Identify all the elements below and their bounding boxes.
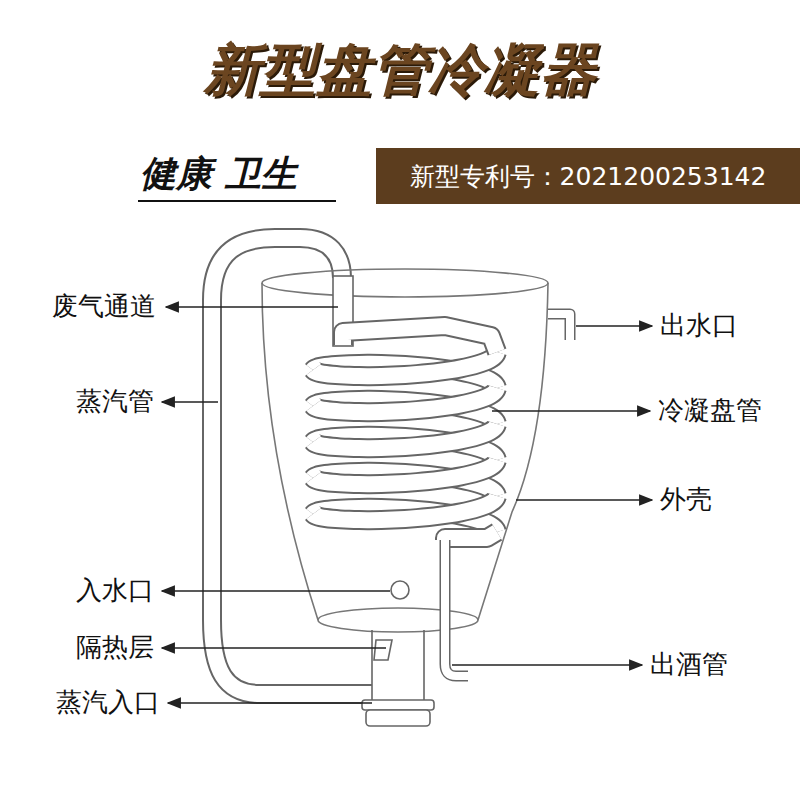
- water-inlet: [391, 581, 409, 599]
- title: 新型盘管冷凝器: [204, 38, 596, 102]
- part-label: 外壳: [660, 485, 712, 515]
- part-label: 蒸汽入口: [56, 688, 160, 718]
- part-label: 入水口: [76, 576, 154, 606]
- patent-number: 新型专利号：2021200253142: [410, 160, 767, 193]
- part-label: 蒸汽管: [76, 387, 154, 417]
- coil-turn: [313, 424, 497, 448]
- subtitle: 健康 卫生: [140, 153, 297, 194]
- coil-turn: [313, 496, 497, 520]
- part-label: 隔热层: [76, 633, 154, 663]
- steam-inlet-neck: [362, 630, 434, 726]
- coil-turn: [313, 352, 497, 376]
- coil-turn: [313, 388, 497, 412]
- coil-end: [343, 326, 497, 352]
- part-label: 出酒管: [650, 650, 728, 680]
- coil-turn: [313, 352, 497, 376]
- insulation-layer: [374, 640, 392, 660]
- coil-end: [445, 532, 497, 540]
- coil-turn: [313, 424, 497, 448]
- coil-turn: [313, 496, 497, 520]
- part-label: 废气通道: [52, 292, 156, 322]
- coil-end: [343, 326, 497, 352]
- underline: [138, 200, 336, 202]
- patent-banner: 新型专利号：2021200253142: [376, 148, 800, 204]
- coil-end: [445, 532, 497, 540]
- part-label: 出水口: [660, 311, 738, 341]
- part-label: 冷凝盘管: [658, 396, 762, 426]
- coil-turn: [313, 460, 497, 484]
- coil-turn: [313, 388, 497, 412]
- condensing-coil: [313, 326, 497, 540]
- liquor-outlet-pipe: [445, 540, 468, 676]
- water-outlet: [548, 314, 570, 340]
- leader-lines: [162, 307, 652, 703]
- outer-shell: [262, 269, 548, 632]
- coil-turn: [313, 460, 497, 484]
